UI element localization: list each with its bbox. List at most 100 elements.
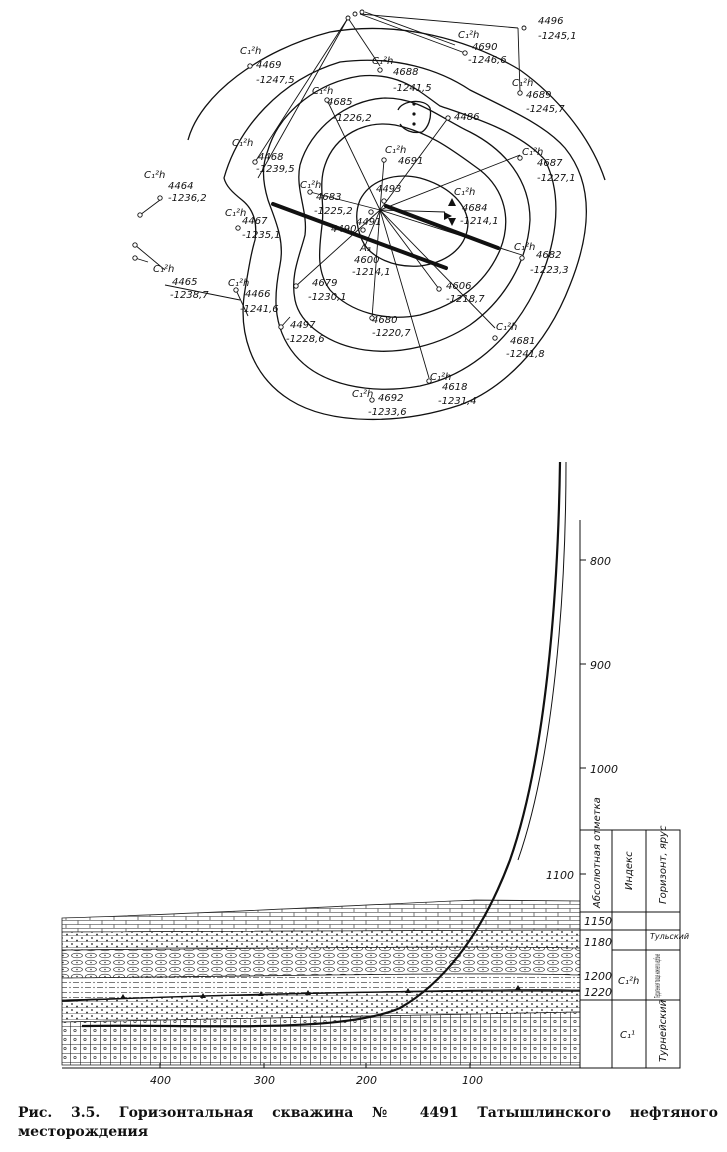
well-4691-id: 4691	[398, 156, 423, 167]
well-4467-id: 4467	[242, 216, 268, 227]
well-4685-id: 4685	[327, 97, 352, 108]
structure-contours	[187, 27, 606, 421]
well-4468-elev: -1239,5	[256, 164, 295, 175]
distance-tick: 300	[254, 1074, 275, 1087]
well-4467-elev: -1235,1	[242, 230, 281, 241]
depth-ticks: 800 900 1000 1100	[546, 555, 618, 882]
well-4680-id: 4680	[372, 315, 397, 326]
well-4466-index: C₁²h	[228, 278, 249, 289]
well-4679-id: 4679	[312, 278, 337, 289]
table-header-index: Индекс	[624, 851, 635, 890]
depth-tick: 800	[590, 555, 611, 568]
well-4681-id: 4681	[510, 336, 535, 347]
well-4690-index: C₁²h	[458, 30, 479, 41]
contour-5	[318, 123, 507, 318]
well-4688-id: 4688	[393, 67, 418, 78]
figure-caption: Рис. 3.5. Горизонтальная скважина № 4491…	[18, 1105, 718, 1140]
well-4682-elev: -1223,3	[530, 265, 569, 276]
well-4618-elev: -1231,4	[438, 396, 477, 407]
well-4685-elev: -1226,2	[333, 113, 372, 124]
well-links	[134, 11, 523, 379]
well-4690-id: 4690	[472, 42, 497, 53]
horizontal-bores	[271, 202, 500, 270]
table-index-c1-1: C₁¹	[620, 1030, 635, 1041]
distance-ticks: 400 300 200 100	[150, 1074, 483, 1087]
contour-outer	[187, 27, 606, 181]
well-4618-index: C₁²h	[430, 372, 451, 383]
well-4684-symbol	[444, 198, 456, 226]
well-4606-id: 4606	[446, 281, 471, 292]
table-header-stage: Горизонт, ярус	[658, 825, 669, 904]
notch-dots	[412, 102, 416, 126]
well-4691-index: C₁²h	[385, 145, 406, 156]
well-4497-id: 4497	[290, 320, 316, 331]
well-4692-index: C₁²h	[352, 389, 373, 400]
well-4486-id: 4486	[454, 112, 479, 123]
well-4600-elev: -1214,1	[352, 267, 391, 278]
well-4682-index: C₁²h	[514, 242, 535, 253]
well-4496-elev: -1245,1	[538, 31, 577, 42]
well-4464-index: C₁²h	[144, 170, 165, 181]
well-4689-id: 4689	[526, 90, 551, 101]
well-4466-elev: -1241,6	[240, 304, 279, 315]
stratum-tula	[61, 946, 581, 979]
well-4466-id: 4466	[245, 289, 270, 300]
well-4468-id: 4468	[258, 152, 283, 163]
well-4683-id: 4683	[316, 192, 341, 203]
table-mark-1200: 1200	[584, 970, 612, 983]
contour-4	[293, 97, 531, 352]
well-labels: 4496 -1245,1 C₁²h 4690 -1246,6 C₁²h 4688…	[144, 16, 577, 418]
well-4679-elev: -1230,1	[308, 292, 347, 303]
well-4688-elev: -1241,5	[393, 83, 432, 94]
well-4618-id: 4618	[442, 382, 467, 393]
table-mark-1220: 1220	[584, 986, 612, 999]
well-4467-index: C₁²h	[225, 208, 246, 219]
well-4468-index: C₁²h	[232, 138, 253, 149]
well-4687-elev: -1227,1	[537, 173, 576, 184]
table-index-c1-2h: C₁²h	[618, 976, 639, 987]
well-4684-elev: -1214,1	[460, 216, 499, 227]
well-markers	[132, 9, 527, 403]
well-4687-index: C₁²h	[522, 147, 543, 158]
well-4491-id: 4491	[356, 217, 381, 228]
well-4683-index: C₁²h	[300, 180, 321, 191]
well-4689-elev: -1245,7	[526, 104, 565, 115]
well-4469-elev: -1247,5	[256, 75, 295, 86]
horizontal-well-figure: 4496 -1245,1 C₁²h 4690 -1246,6 C₁²h 4688…	[61, 9, 689, 1087]
well-4684-id: 4684	[462, 203, 487, 214]
well-4600-id: 4600	[354, 255, 379, 266]
distance-tick: 100	[462, 1074, 483, 1087]
well-4681-index: C₁²h	[496, 322, 517, 333]
well-4497-elev: -1228,6	[286, 334, 325, 345]
well-4684-index: C₁²h	[454, 187, 475, 198]
well-4687-id: 4687	[537, 158, 563, 169]
well-4469-index: C₁²h	[240, 46, 261, 57]
well-4465-id: 4465	[172, 277, 197, 288]
contour-notch	[397, 100, 432, 134]
well-4682-id: 4682	[536, 250, 561, 261]
well-4465-elev: -1238,7	[170, 290, 209, 301]
table-stage-tula: Тульский	[650, 932, 689, 941]
well-4490-id: 4490	[331, 224, 356, 235]
stratum-limestone-top	[61, 899, 581, 933]
well-4496-id: 4496	[538, 16, 563, 27]
well-4692-elev: -1233,6	[368, 407, 407, 418]
strat-table	[579, 829, 681, 1069]
well-4681-elev: -1241,8	[506, 349, 545, 360]
table-mark-1180: 1180	[584, 936, 612, 949]
well-4680-elev: -1220,7	[372, 328, 411, 339]
table-mark-1150: 1150	[584, 915, 612, 928]
well-4600-marker: A₃	[359, 243, 371, 254]
triangle-markers	[120, 985, 521, 999]
well-4469-id: 4469	[256, 60, 281, 71]
well-4690-elev: -1246,6	[468, 55, 507, 66]
well-4692-id: 4692	[378, 393, 403, 404]
depth-tick: 900	[590, 659, 611, 672]
table-header-mark: Абсолютная отметка	[591, 797, 603, 909]
distance-tick: 200	[356, 1074, 377, 1087]
depth-tick: 1000	[590, 763, 618, 776]
well-4689-index: C₁²h	[512, 78, 533, 89]
contour-inner	[356, 175, 469, 267]
well-4688-index: C₁²h	[372, 56, 393, 67]
contour-3	[262, 74, 557, 390]
